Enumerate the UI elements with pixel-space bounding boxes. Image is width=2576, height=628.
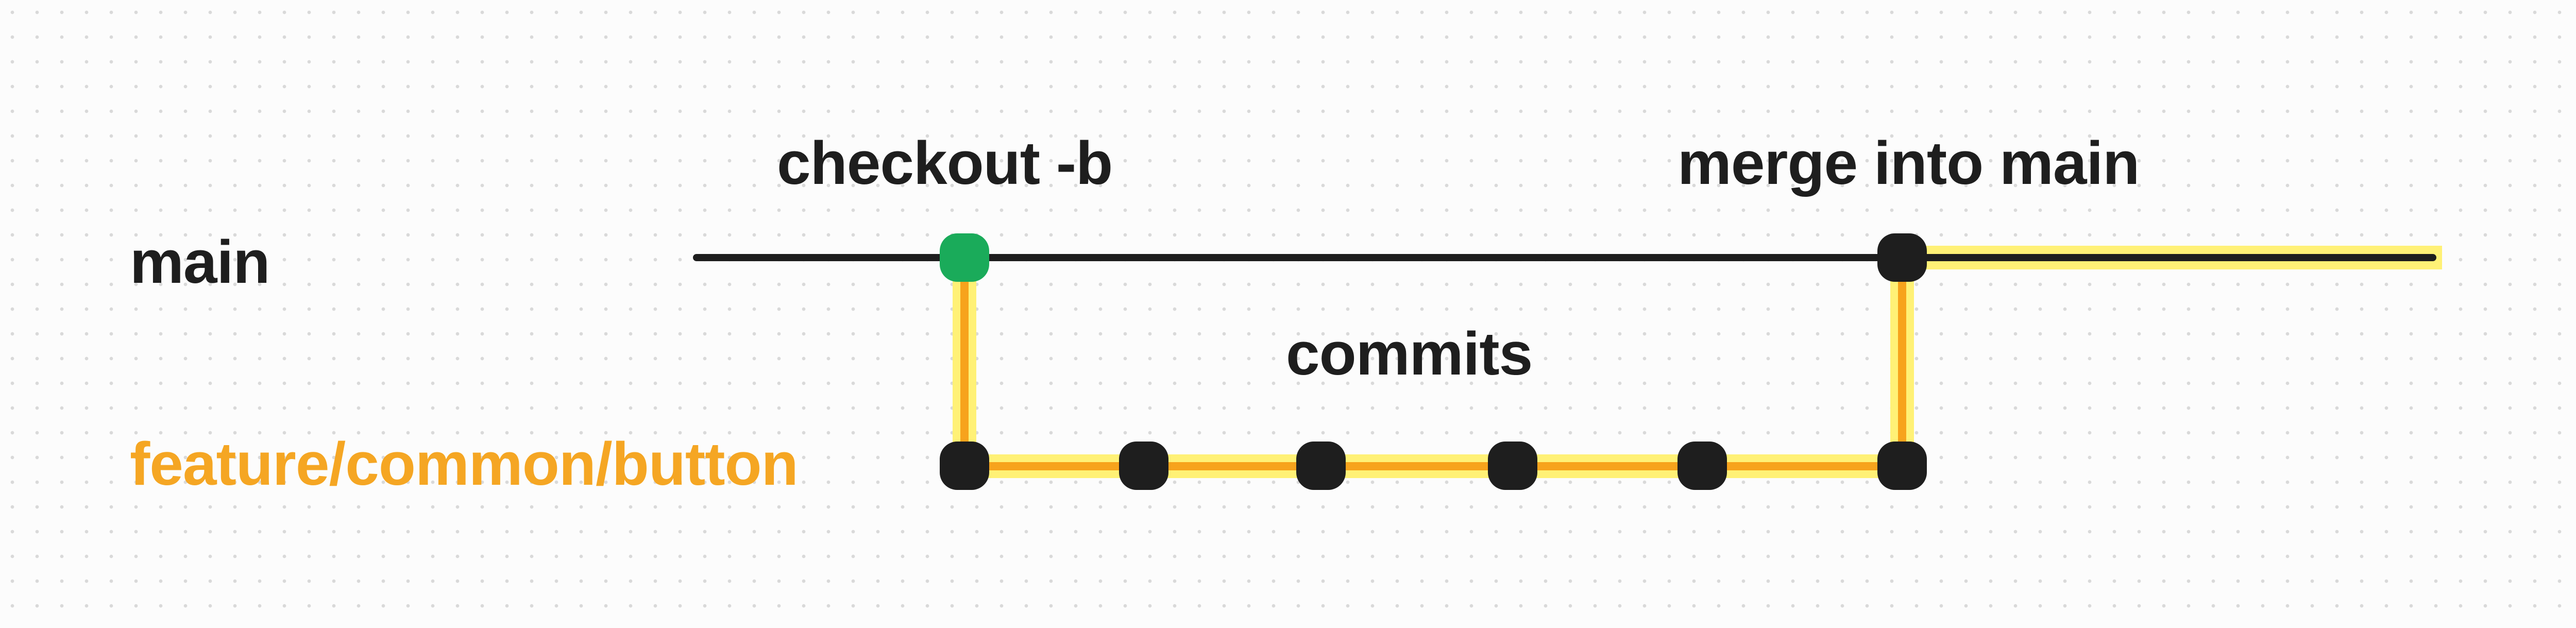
checkout-annotation: checkout -b [777,129,1113,197]
commit-node[interactable] [1119,442,1168,490]
merge-annotation: merge into main [1677,129,2140,197]
commit-node[interactable] [1677,442,1727,490]
merge-point-node[interactable] [1877,233,1927,282]
commit-node[interactable] [1296,442,1346,490]
main-branch-label: main [130,228,270,296]
feature-branch-label: feature/common/button [130,430,799,498]
commits-annotation: commits [1286,320,1533,388]
feature-branch-highlight [953,246,2442,478]
branch-point-node[interactable] [940,233,989,282]
commit-node[interactable] [940,442,989,490]
commit-node[interactable] [1877,442,1927,490]
commit-node[interactable] [1488,442,1537,490]
